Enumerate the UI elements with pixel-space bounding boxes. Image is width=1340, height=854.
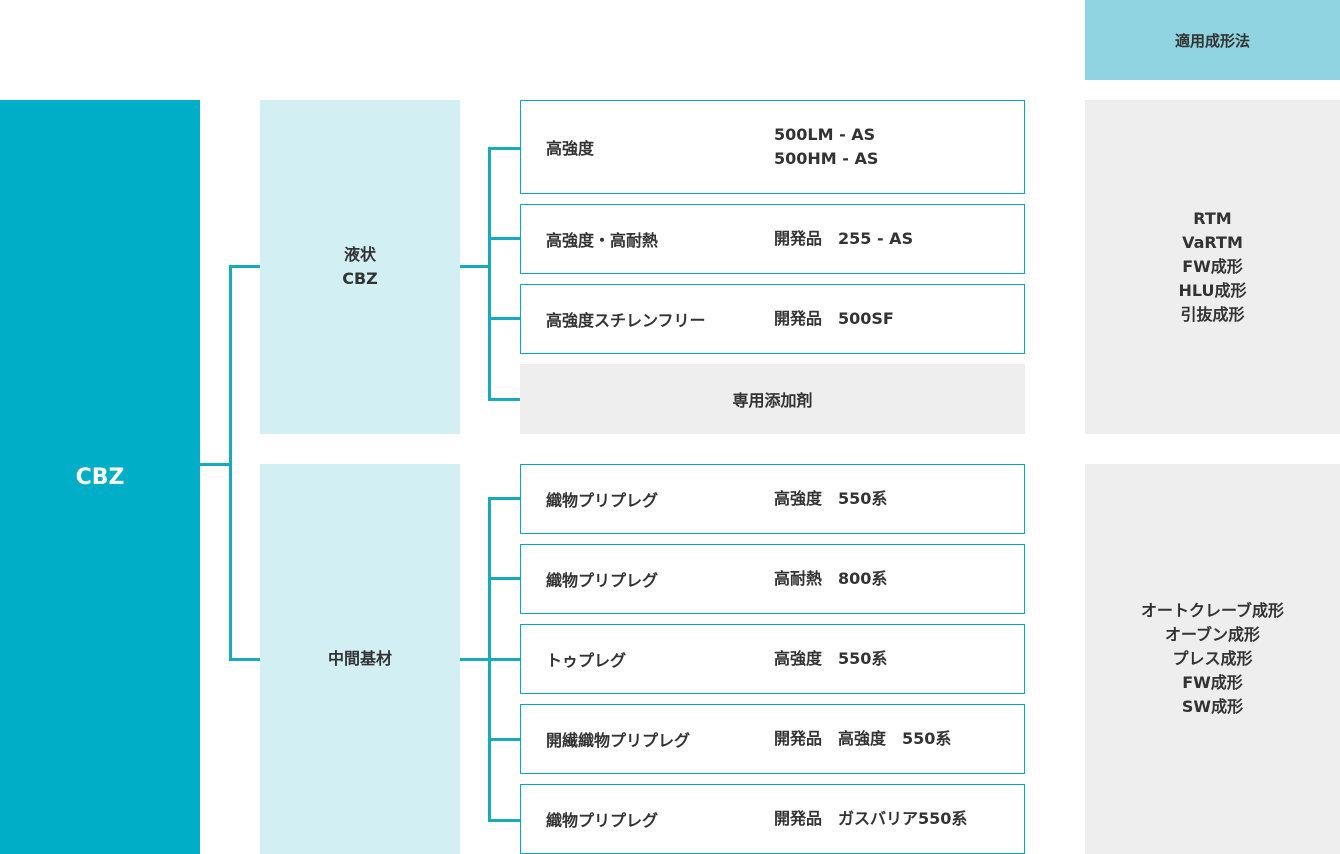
root-node-cbz: CBZ bbox=[0, 100, 200, 854]
item-name: 開繊織物プリプレグ bbox=[546, 731, 691, 750]
method-item: プレス成形 bbox=[1172, 649, 1253, 668]
method-item: オーブン成形 bbox=[1164, 625, 1261, 644]
connector-liquid-item-1 bbox=[488, 147, 520, 150]
item-spec: 開発品 255 - AS bbox=[774, 229, 914, 248]
item-spec: 開発品 ガスバリア550系 bbox=[774, 809, 968, 828]
item-spec-line: 500HM - AS bbox=[774, 149, 879, 168]
method-item: HLU成形 bbox=[1178, 281, 1247, 300]
category-liquid-cbz: 液状 CBZ bbox=[260, 100, 460, 434]
connector-root-stub bbox=[200, 463, 231, 466]
item-name: 織物プリプレグ bbox=[546, 571, 659, 590]
item-spec-line: 500LM - AS bbox=[774, 125, 876, 144]
connector-intermediate-stub bbox=[460, 658, 491, 661]
liquid-item-additive: 専用添加剤 bbox=[520, 364, 1025, 434]
method-item: FW成形 bbox=[1182, 673, 1243, 692]
item-spec: 高強度 550系 bbox=[774, 489, 888, 508]
method-item: FW成形 bbox=[1182, 257, 1243, 276]
liquid-item-styrene-free: 高強度スチレンフリー 開発品 500SF bbox=[520, 284, 1025, 354]
category-liquid-label-line1: 液状 bbox=[343, 245, 376, 264]
intermediate-item-2: 織物プリプレグ 高耐熱 800系 bbox=[520, 544, 1025, 614]
molding-methods-header-label: 適用成形法 bbox=[1174, 31, 1250, 50]
method-item: オートクレーブ成形 bbox=[1140, 601, 1285, 620]
connector-root-to-liquid bbox=[229, 265, 260, 268]
method-item: VaRTM bbox=[1182, 233, 1243, 252]
item-spec: 500LM - AS 500HM - AS bbox=[774, 123, 878, 171]
item-spec: 高耐熱 800系 bbox=[774, 569, 888, 588]
connector-liquid-additive bbox=[488, 398, 520, 401]
additive-label: 専用添加剤 bbox=[732, 391, 813, 410]
category-intermediate-label: 中間基材 bbox=[327, 649, 392, 668]
item-name: 織物プリプレグ bbox=[546, 811, 659, 830]
connector-root-to-intermediate bbox=[229, 658, 260, 661]
intermediate-molding-methods: オートクレーブ成形 オーブン成形 プレス成形 FW成形 SW成形 bbox=[1085, 464, 1340, 854]
connector-intermediate-item-5 bbox=[488, 819, 520, 822]
item-spec: 開発品 500SF bbox=[774, 309, 894, 328]
method-item: 引抜成形 bbox=[1180, 305, 1245, 324]
connector-liquid-vertical bbox=[488, 147, 491, 401]
root-node-label: CBZ bbox=[75, 464, 125, 490]
item-spec: 開発品 高強度 550系 bbox=[774, 729, 952, 748]
category-liquid-label-line2: CBZ bbox=[342, 269, 378, 288]
method-item: RTM bbox=[1193, 209, 1232, 228]
item-spec: 高強度 550系 bbox=[774, 649, 888, 668]
connector-intermediate-item-1 bbox=[488, 497, 520, 500]
connector-liquid-item-3 bbox=[488, 317, 520, 320]
liquid-item-high-strength: 高強度 500LM - AS 500HM - AS bbox=[520, 100, 1025, 194]
item-name: 高強度・高耐熱 bbox=[546, 231, 659, 250]
connector-intermediate-item-2 bbox=[488, 577, 520, 580]
intermediate-item-4: 開繊織物プリプレグ 開発品 高強度 550系 bbox=[520, 704, 1025, 774]
item-name: 高強度 bbox=[546, 139, 595, 158]
liquid-molding-methods: RTM VaRTM FW成形 HLU成形 引抜成形 bbox=[1085, 100, 1340, 434]
connector-liquid-stub bbox=[460, 265, 491, 268]
item-name: トゥプレグ bbox=[546, 651, 627, 670]
connector-root-vertical bbox=[229, 265, 232, 661]
connector-intermediate-item-3 bbox=[488, 658, 520, 661]
intermediate-item-5: 織物プリプレグ 開発品 ガスバリア550系 bbox=[520, 784, 1025, 854]
item-name: 織物プリプレグ bbox=[546, 491, 659, 510]
connector-intermediate-item-4 bbox=[488, 738, 520, 741]
method-item: SW成形 bbox=[1181, 697, 1244, 716]
intermediate-item-3: トゥプレグ 高強度 550系 bbox=[520, 624, 1025, 694]
connector-liquid-item-2 bbox=[488, 237, 520, 240]
category-intermediate: 中間基材 bbox=[260, 464, 460, 854]
molding-methods-header: 適用成形法 bbox=[1085, 0, 1340, 80]
intermediate-item-1: 織物プリプレグ 高強度 550系 bbox=[520, 464, 1025, 534]
item-name: 高強度スチレンフリー bbox=[546, 311, 706, 330]
liquid-item-high-strength-heat: 高強度・高耐熱 開発品 255 - AS bbox=[520, 204, 1025, 274]
